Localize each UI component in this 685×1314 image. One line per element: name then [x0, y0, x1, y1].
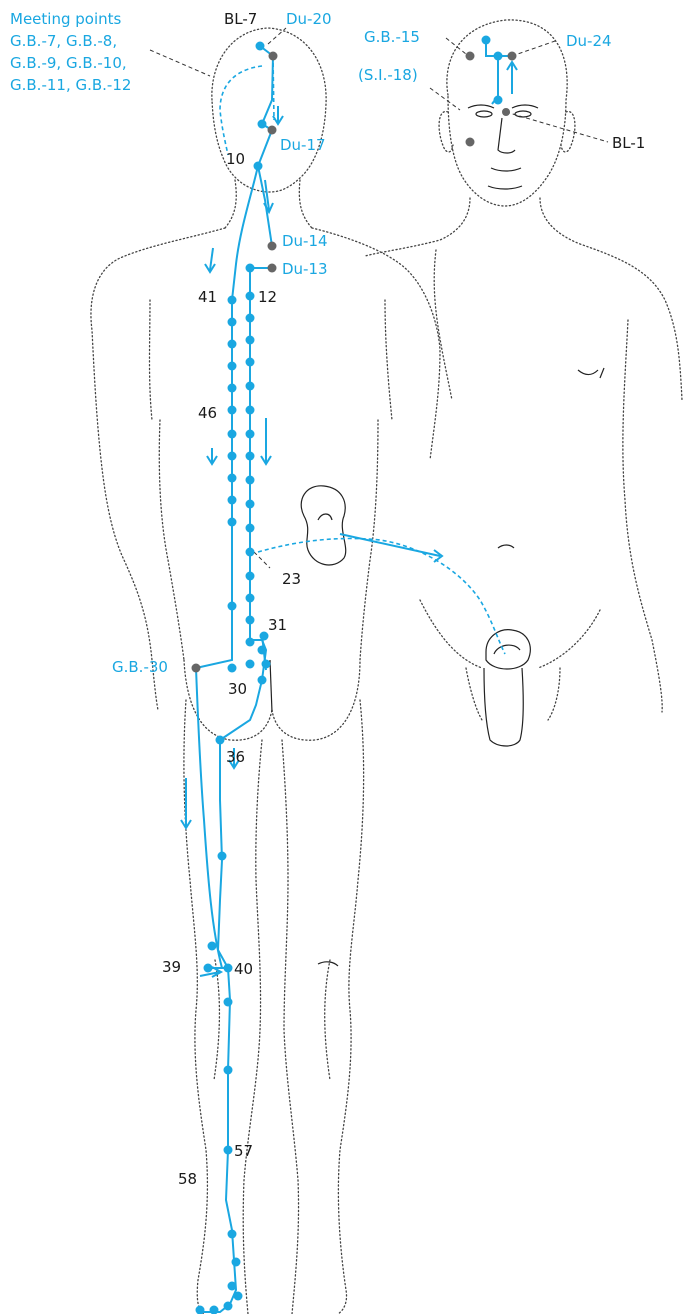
gb15-dot [466, 52, 475, 61]
label-23: 23 [282, 570, 301, 588]
label-si18: (S.I.-18) [358, 66, 418, 84]
label-gb30: G.B.-30 [112, 658, 168, 676]
label-46: 46 [198, 404, 217, 422]
gb7-12-meeting-dot [269, 52, 278, 61]
front-figure-outline [365, 20, 682, 746]
label-du20: Du-20 [286, 10, 332, 28]
du13-dot [268, 264, 277, 273]
label-bl1: BL-1 [612, 134, 645, 152]
label-30: 30 [228, 680, 247, 698]
label-31: 31 [268, 616, 287, 634]
kidney-organ [301, 486, 346, 565]
meeting-points-title: Meeting points [10, 10, 121, 28]
bl1-gray-dot [502, 108, 510, 116]
label-58: 58 [178, 1170, 197, 1188]
label-57: 57 [234, 1142, 253, 1160]
acupoint-dots [192, 36, 517, 1314]
label-39: 39 [162, 958, 181, 976]
du20-dot [268, 126, 277, 135]
leader-lines [150, 28, 608, 568]
label-12: 12 [258, 288, 277, 306]
meeting-points-line-1: G.B.-7, G.B.-8, [10, 32, 117, 50]
label-36: 36 [226, 748, 245, 766]
label-du13: Du-13 [282, 260, 328, 278]
du14-dot [268, 242, 277, 251]
front-meridian-path [486, 40, 512, 104]
labels: Meeting points G.B.-7, G.B.-8, G.B.-9, G… [10, 10, 645, 1188]
label-10: 10 [226, 150, 245, 168]
label-du14: Du-14 [282, 232, 328, 250]
label-du24: Du-24 [566, 32, 612, 50]
label-bl7: BL-7 [224, 10, 257, 28]
gb30-dot [192, 664, 201, 673]
meeting-points-line-2: G.B.-9, G.B.-10, [10, 54, 127, 72]
du24-dot [508, 52, 517, 61]
meeting-points-line-3: G.B.-11, G.B.-12 [10, 76, 131, 94]
si18-dot [466, 138, 475, 147]
label-du17: Du-17 [280, 136, 326, 154]
bladder-meridian-path [196, 46, 505, 1312]
label-gb15: G.B.-15 [364, 28, 420, 46]
label-41: 41 [198, 288, 217, 306]
label-40: 40 [234, 960, 253, 978]
